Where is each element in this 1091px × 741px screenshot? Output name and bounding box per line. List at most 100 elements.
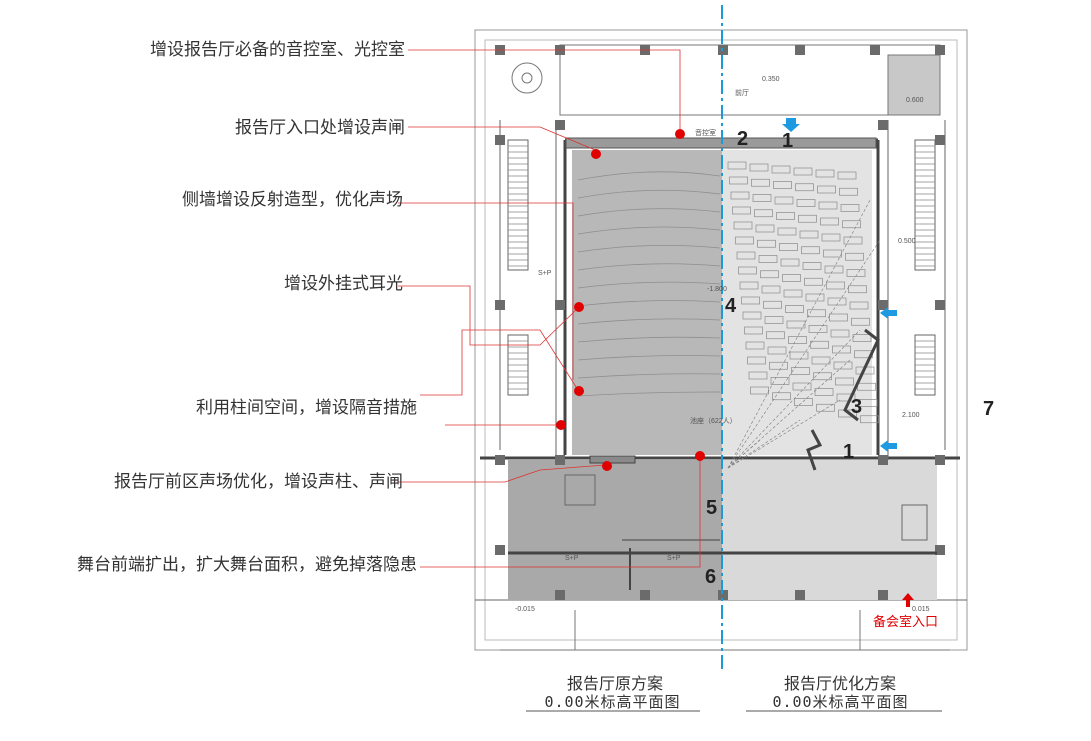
annotation-stage-extension: 舞台前端扩出，扩大舞台面积，避免掉落隐患 xyxy=(77,555,417,574)
front-sound-lock xyxy=(589,455,636,464)
seat-block xyxy=(750,386,769,395)
seat-block xyxy=(829,313,848,322)
annotation-column-sound-insulation: 利用柱间空间，增设隔音措施 xyxy=(196,398,417,417)
seat-block xyxy=(807,309,826,318)
seat-block xyxy=(779,243,798,251)
seat-row-curve xyxy=(577,336,721,343)
plan-label-0500: 0.500 xyxy=(898,238,916,245)
plan-label-sp-1: S+P xyxy=(565,555,579,562)
seat-row-curve xyxy=(577,318,721,325)
stage-optimized-shading xyxy=(722,460,937,600)
seat-block xyxy=(785,305,804,313)
seat-block xyxy=(760,270,779,279)
seat-block xyxy=(813,372,832,381)
seat-block xyxy=(839,187,858,196)
seat-block xyxy=(741,296,760,305)
seat-block xyxy=(838,409,857,418)
seat-row-curve xyxy=(577,263,721,271)
seat-block xyxy=(738,266,757,275)
seat-block xyxy=(792,382,812,391)
caption-optimized-title: 报告厅优化方案 xyxy=(783,676,896,693)
seat-block xyxy=(766,331,785,340)
seat-block xyxy=(815,169,835,178)
seat-block xyxy=(764,316,784,324)
seat-row-curve xyxy=(577,171,721,181)
seat-block xyxy=(772,392,791,401)
seat-block xyxy=(755,224,775,233)
seat-block xyxy=(794,398,813,406)
plan-label-0015b: 0.015 xyxy=(912,606,930,613)
sightline xyxy=(727,439,761,469)
seat-row-curve xyxy=(577,189,721,199)
caption-optimized-sub: 0.00米标高平面图 xyxy=(772,693,909,711)
backup-entrance-arrow xyxy=(902,593,914,607)
seat-block xyxy=(777,227,797,236)
seat-block xyxy=(811,356,831,365)
plan-label-lobby: 前厅 xyxy=(735,90,749,97)
annotation-front-area-acoustics: 报告厅前区声场优化，增设声柱、声闸 xyxy=(114,472,403,491)
seat-block xyxy=(830,329,850,338)
seat-block xyxy=(843,236,863,245)
seat-block xyxy=(849,301,869,310)
seat-row-curve xyxy=(577,373,721,379)
seat-block xyxy=(783,289,803,298)
seat-block xyxy=(744,326,763,335)
marker-number-1-bottom: 1 xyxy=(843,441,855,463)
seat-block xyxy=(796,199,816,207)
plan-label-0600: 0.600 xyxy=(906,97,924,104)
hall-original-shading xyxy=(572,150,722,455)
seat-block xyxy=(773,181,792,189)
seat-block xyxy=(821,233,841,242)
stage-original-shading xyxy=(508,460,722,600)
seat-block xyxy=(816,403,835,412)
seat-block xyxy=(733,221,753,230)
seat-block xyxy=(795,183,814,192)
seat-block xyxy=(804,277,823,286)
seat-block xyxy=(742,311,762,320)
seat-row-curve xyxy=(577,226,721,235)
seat-block xyxy=(761,285,781,294)
seat-block xyxy=(788,336,807,344)
caption-original-sub: 0.00米标高平面图 xyxy=(544,693,681,711)
plan-label-2100: 2.100 xyxy=(902,412,920,419)
plan-label-1800: -1.800 xyxy=(707,286,727,293)
lobby-area xyxy=(559,44,941,116)
seat-block xyxy=(782,274,801,282)
lobby-service-room xyxy=(887,54,941,116)
entrance-arrows xyxy=(782,118,897,452)
plan-label-sp-2: S+P xyxy=(667,555,681,562)
seat-block xyxy=(835,377,854,386)
marker-number-6: 6 xyxy=(705,566,717,588)
seat-block xyxy=(845,252,864,261)
seat-block xyxy=(769,361,788,370)
seat-block xyxy=(810,340,829,349)
seat-block xyxy=(727,161,747,170)
seat-block xyxy=(780,258,800,267)
caption-original-title: 报告厅原方案 xyxy=(566,676,663,693)
plan-label-0015a: -0.015 xyxy=(515,606,535,613)
seat-block xyxy=(748,371,768,380)
sound-lock-wall xyxy=(806,429,823,471)
seat-block xyxy=(774,196,794,205)
leader-lines xyxy=(398,49,701,568)
original-seat-rows xyxy=(577,171,721,397)
seat-block xyxy=(752,194,772,202)
seat-block xyxy=(739,281,759,290)
marker-number-1-top: 1 xyxy=(782,130,794,152)
seat-block xyxy=(793,167,813,176)
seat-block xyxy=(786,320,806,329)
seat-block xyxy=(801,246,820,255)
seat-block xyxy=(745,341,765,350)
seat-block xyxy=(860,415,879,424)
sightline xyxy=(727,419,801,469)
sightlines xyxy=(727,199,881,469)
seat-block xyxy=(799,230,819,239)
plan-label-sp-3: S+P xyxy=(538,270,552,277)
seat-block xyxy=(735,236,754,245)
seat-block xyxy=(840,204,860,212)
seat-block xyxy=(767,346,787,355)
seat-block xyxy=(852,334,872,342)
seat-block xyxy=(802,262,822,270)
seat-block xyxy=(820,217,839,226)
